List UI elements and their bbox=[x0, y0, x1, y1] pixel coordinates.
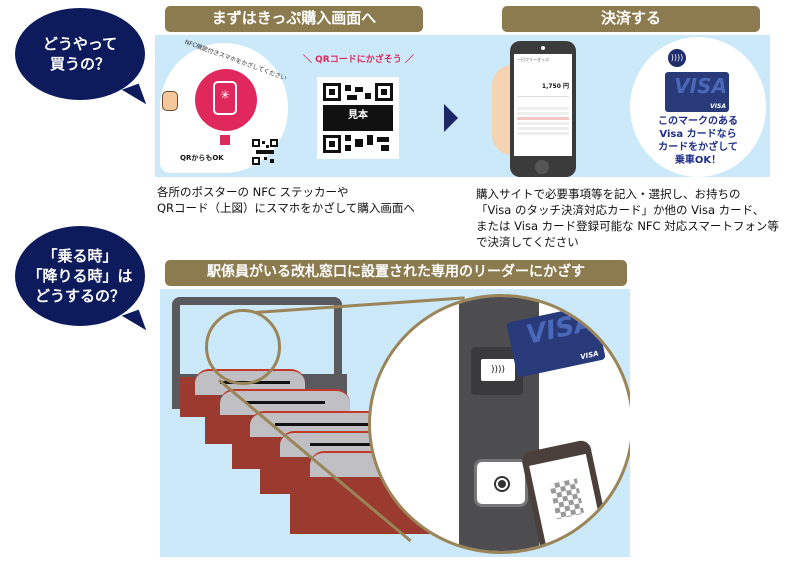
bubble-line: どうやって bbox=[42, 35, 118, 53]
bubble-line: 「乗る時」 bbox=[42, 247, 118, 265]
purchase-site-screen: 一日フリーきっぷ 1,750 円 bbox=[514, 54, 572, 156]
n-mark-icon bbox=[220, 135, 230, 145]
step2-panel: 一日フリーきっぷ 1,750 円 )))) VISA VISA このマークのある… bbox=[470, 35, 770, 177]
mini-qr-icon bbox=[252, 139, 278, 165]
qr-callout: ＼ QRコードにかざそう ／ bbox=[303, 55, 414, 65]
step1-header: まずはきっぷ購入画面へ bbox=[165, 6, 423, 32]
qr-scanner-icon bbox=[496, 478, 508, 490]
visa-touch-circle: )))) VISA VISA このマークのある Visa カードなら カードをか… bbox=[630, 37, 766, 177]
next-arrow-icon bbox=[444, 104, 458, 132]
qr-reader bbox=[474, 459, 528, 507]
contactless-icon: )))) bbox=[668, 49, 686, 67]
ticket-window-frame bbox=[172, 297, 342, 392]
sticker-qr-ok: QRからもOK bbox=[180, 154, 224, 162]
nfc-phone-icon: ✳ bbox=[195, 69, 257, 131]
reader-zoom-circle: )))) VISA VISA bbox=[368, 294, 630, 554]
step2-header: 決済する bbox=[502, 6, 760, 32]
home-button-icon bbox=[535, 160, 549, 174]
nfc-sticker: NFC機能付きスマホをかざしてください ✳ QRからもOK bbox=[160, 39, 288, 173]
step1-description: 各所のポスターの NFC ステッカーや QRコード（上図）にスマホをかざして購入… bbox=[157, 185, 415, 215]
step3-header: 駅係員がいる改札窓口に設置された専用のリーダーにかざす bbox=[165, 260, 627, 286]
step2-description: 購入サイトで必要事項等を記入・選択し、お持ちの 「Visa のタッチ決済対応カー… bbox=[476, 187, 779, 249]
bubble-tail bbox=[121, 309, 147, 337]
question-bubble-boarding: 「乗る時」 「降りる時」は どうするの？ bbox=[15, 226, 147, 337]
bubble-tail bbox=[121, 83, 147, 111]
bubble-line: どうするの？ bbox=[34, 287, 125, 305]
zoom-focus-circle bbox=[205, 309, 281, 385]
bubble-line: 買うの？ bbox=[49, 55, 110, 73]
hand-phone-icon bbox=[162, 91, 178, 111]
visa-card-icon: VISA VISA bbox=[665, 72, 729, 112]
contactless-symbol-icon: )))) bbox=[481, 359, 515, 381]
step3-panel: )))) VISA VISA bbox=[160, 289, 630, 557]
qr-code-sample: 見本 bbox=[317, 77, 399, 159]
visa-caption: このマークのある Visa カードなら カードをかざして 乗車OK！ bbox=[658, 116, 738, 166]
bubble-line: 「降りる時」は bbox=[27, 267, 133, 285]
question-bubble-how-to-buy: どうやって 買うの？ bbox=[15, 8, 147, 111]
smartphone-icon: 一日フリーきっぷ 1,750 円 bbox=[510, 41, 576, 177]
ticket-price: 1,750 円 bbox=[541, 83, 569, 90]
qr-sample-label: 見本 bbox=[327, 107, 389, 125]
